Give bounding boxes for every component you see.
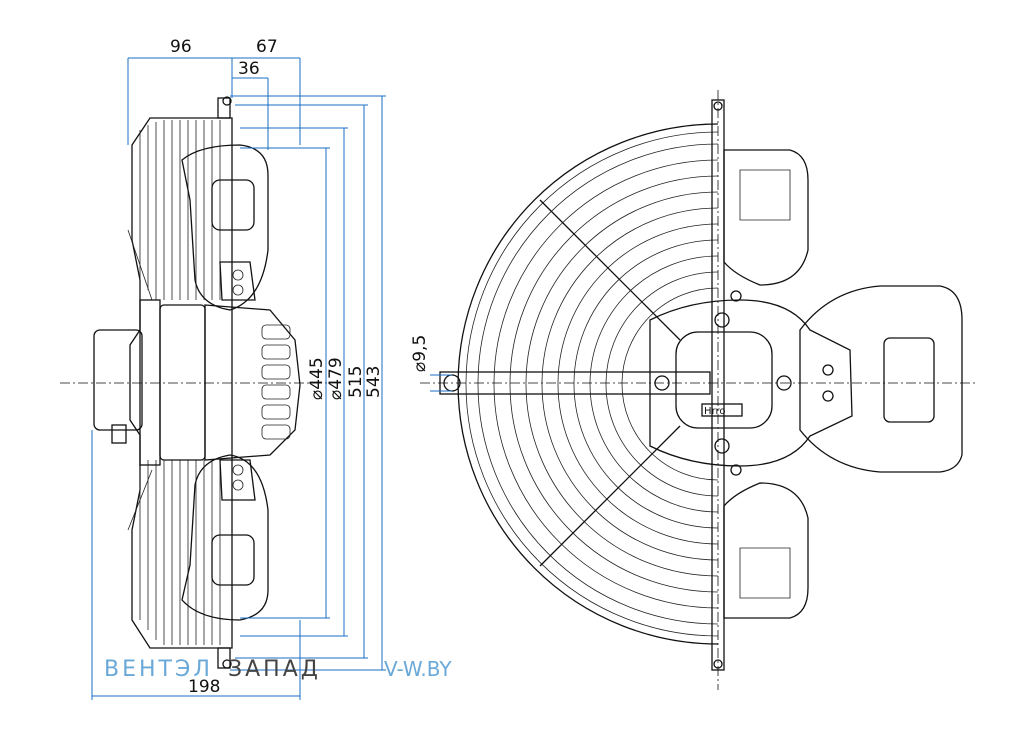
dim-36-label: 36 [238, 59, 260, 79]
dimension-lines [91, 57, 386, 700]
dim-198-label: 198 [188, 677, 220, 697]
dim-515-label: 515 [346, 366, 366, 398]
side-view [60, 96, 330, 669]
watermark: ВЕНТЭЛ ЗАПАД V-W.BY [104, 657, 452, 682]
dim-9-5-label: ⌀9,5 [410, 335, 430, 372]
dim-479-label: ⌀479 [326, 357, 346, 400]
brand-label: Hrro [704, 406, 725, 417]
front-view: Hrro [420, 90, 975, 690]
watermark-part3: V-W.BY [384, 657, 452, 681]
dim-543-label: 543 [364, 366, 384, 398]
dim-445-label: ⌀445 [307, 357, 327, 400]
dim-67-label: 67 [256, 37, 278, 57]
dim-96-label: 96 [170, 37, 192, 57]
watermark-part2: ЗАПАД [228, 657, 321, 682]
watermark-part1: ВЕНТЭЛ [104, 657, 213, 682]
